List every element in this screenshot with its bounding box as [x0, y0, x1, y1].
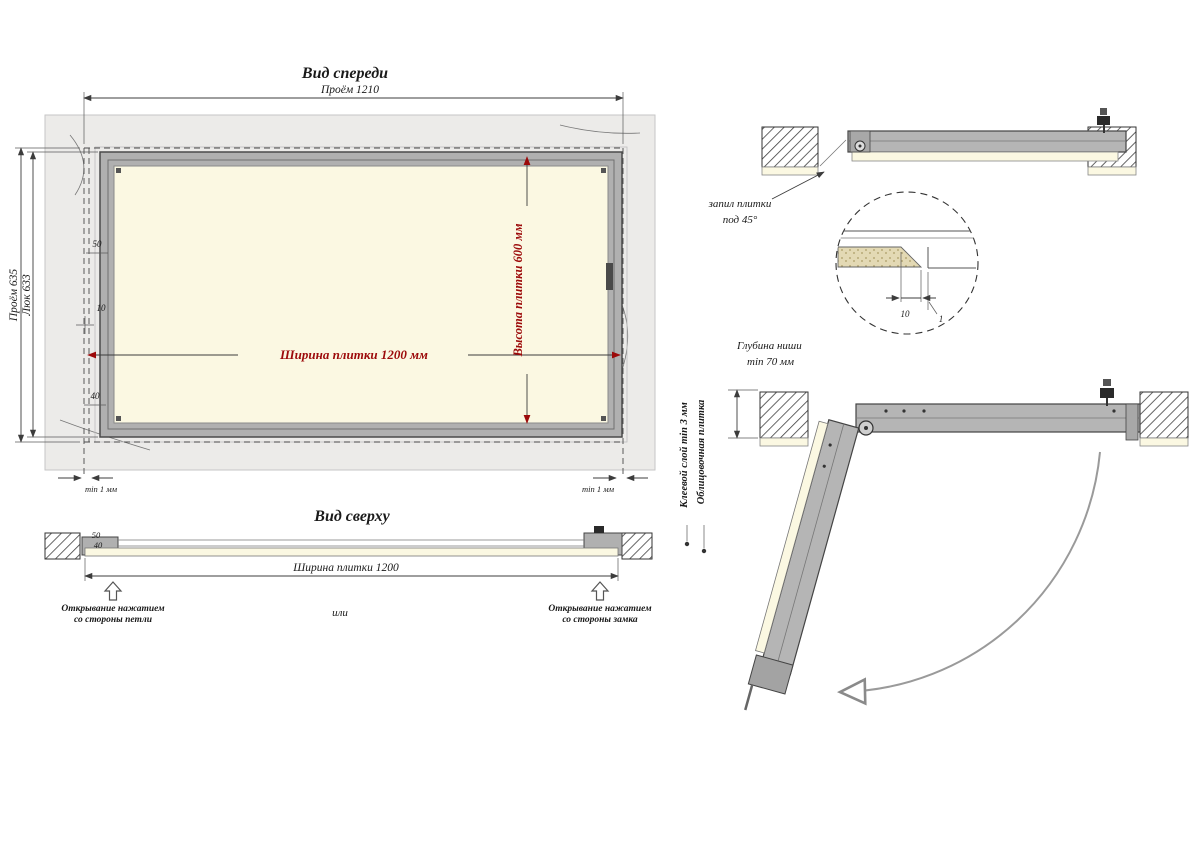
- push-arrow-hinge-icon: [103, 581, 123, 601]
- svg-text:со стороны замка: со стороны замка: [562, 615, 638, 625]
- svg-text:под 45°: под 45°: [723, 214, 758, 226]
- dim-50: 50: [86, 239, 108, 254]
- svg-text:Глубина ниши: Глубина ниши: [736, 340, 802, 352]
- wall-tile-left: [761, 166, 819, 176]
- open-lock-label: Открывание нажатием со стороны замка: [548, 604, 652, 625]
- swing-arc-arrow: [836, 451, 1101, 706]
- closed-section: запил плитки под 45° 10 1: [708, 108, 1137, 335]
- facing-tile-callout: Облицовочная плитка: [696, 400, 707, 554]
- corner-bracket: [601, 416, 606, 421]
- front-opening-dashed: [83, 147, 624, 478]
- top-dim-40: 40: [94, 540, 103, 550]
- dim-10: 10: [76, 303, 106, 334]
- door-tile-strip: [851, 151, 1119, 162]
- opening-height-label: Проём 635: [8, 269, 20, 323]
- wall-block-left: [761, 126, 819, 168]
- latch-mark: [606, 263, 613, 290]
- door-end-block: [747, 654, 794, 695]
- front-hatch-frame: [99, 151, 623, 438]
- svg-text:со стороны петли: со стороны петли: [74, 615, 152, 625]
- dim-min-gap-right: min 1 мм: [582, 474, 648, 494]
- or-label: или: [332, 607, 348, 619]
- top-section: 50 40: [44, 526, 653, 560]
- dim-tile-height: Высота плитки 600 мм: [511, 156, 531, 424]
- svg-text:50: 50: [93, 239, 103, 249]
- tile-cut-edge: [94, 146, 628, 443]
- detail-contents: 10 1: [837, 230, 976, 324]
- top-view-title: Вид сверху: [313, 508, 390, 525]
- detail-dim-10: 10: [901, 309, 911, 319]
- front-view-title: Вид спереди: [301, 65, 388, 82]
- marble-streak: [559, 124, 641, 134]
- niche-depth-callout: Глубина ниши min 70 мм: [728, 340, 802, 439]
- tile-height-label: Высота плитки 600 мм: [511, 223, 525, 357]
- strike-plate: [1125, 403, 1139, 441]
- door-edge-rod: [744, 684, 754, 711]
- svg-text:Открывание нажатием: Открывание нажатием: [548, 604, 652, 614]
- svg-text:min 1 мм: min 1 мм: [85, 484, 118, 494]
- dim-tile-width: Ширина плитки 1200 мм: [87, 347, 621, 362]
- push-arrow-lock-icon: [590, 581, 610, 601]
- dim-top-tile-width: Ширина плитки 1200: [84, 558, 619, 581]
- dim-40: 40: [84, 391, 106, 406]
- open-door: [744, 419, 860, 711]
- wall-tile-left: [759, 437, 809, 447]
- wall-block-left: [759, 391, 809, 439]
- lock-mark: [594, 526, 604, 533]
- opening-width-label: Проём 1210: [320, 84, 379, 96]
- latch-mechanism-icon: [1100, 379, 1114, 406]
- miter-joint-line: [819, 139, 847, 167]
- tile-strip: [84, 547, 619, 557]
- top-dim-50: 50: [92, 530, 101, 540]
- miter-cut-callout: запил плитки под 45°: [708, 171, 825, 226]
- front-tile-panel: [113, 165, 609, 424]
- wall-block-right: [1139, 391, 1189, 439]
- svg-text:min 70 мм: min 70 мм: [747, 356, 794, 368]
- tile-cut-45: [837, 246, 923, 268]
- top-view: Вид сверху 50 40 Ширина плитки 1200 Откр…: [44, 400, 707, 625]
- open-hinge-label: Открывание нажатием со стороны петли: [61, 604, 165, 625]
- svg-text:Открывание нажатием: Открывание нажатием: [61, 604, 165, 614]
- front-view: Вид спереди: [8, 65, 656, 494]
- dim-hatch-height: Люк 633: [21, 151, 98, 438]
- detail-dim-1: 1: [939, 314, 944, 324]
- door-tile-strip: [755, 420, 829, 654]
- wall-block-right: [621, 532, 653, 560]
- tile-width-label: Ширина плитки 1200 мм: [279, 347, 428, 362]
- marble-streak: [69, 134, 85, 196]
- dim-min-gap-left: min 1 мм: [58, 474, 118, 494]
- latch-mechanism-icon: [1097, 108, 1110, 133]
- adhesive-callout: Клеевой слой min 3 мм: [679, 402, 690, 547]
- wall-tile-right: [1139, 437, 1189, 447]
- svg-text:10: 10: [97, 303, 107, 313]
- corner-bracket: [116, 168, 121, 173]
- detail-circle: 10 1: [835, 191, 979, 335]
- svg-text:Облицовочная плитка: Облицовочная плитка: [696, 400, 707, 505]
- svg-text:40: 40: [91, 391, 101, 401]
- svg-text:Клеевой слой min 3 мм: Клеевой слой min 3 мм: [679, 402, 690, 509]
- corner-bracket: [116, 416, 121, 421]
- svg-text:запил плитки: запил плитки: [708, 198, 772, 210]
- corner-bracket: [601, 168, 606, 173]
- open-section: Глубина ниши min 70 мм: [728, 340, 1189, 711]
- dim-opening-height: Проём 635: [8, 147, 80, 443]
- wall-tile-right: [1087, 166, 1137, 176]
- frame-bar: [847, 130, 1127, 153]
- wall-block-left: [44, 532, 81, 560]
- dim-opening-width: Проём 1210: [83, 84, 624, 144]
- svg-text:min 1 мм: min 1 мм: [582, 484, 615, 494]
- hatch-height-label: Люк 633: [21, 274, 33, 317]
- top-tile-width-label: Ширина плитки 1200: [292, 562, 399, 574]
